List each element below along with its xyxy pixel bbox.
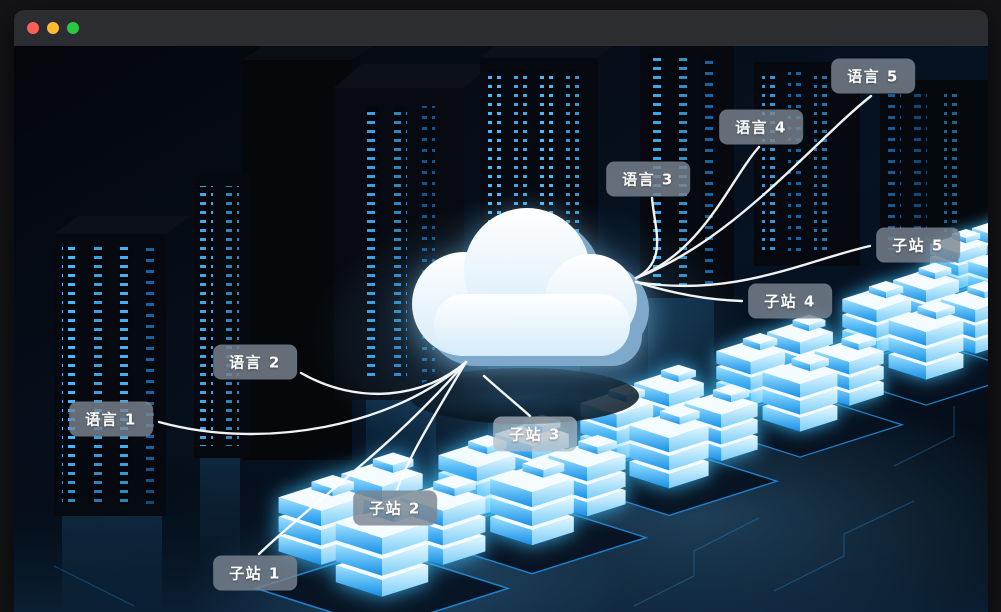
scene-graphic <box>14 46 988 612</box>
label-language-1: 语言 1 <box>69 401 153 437</box>
label-language-4: 语言 4 <box>719 109 803 145</box>
close-button[interactable] <box>27 22 39 34</box>
label-language-2: 语言 2 <box>213 344 297 380</box>
label-language-5: 语言 5 <box>831 58 915 94</box>
window-controls <box>27 22 79 34</box>
label-site-1: 子站 1 <box>213 555 297 591</box>
cloud-icon <box>412 208 649 366</box>
label-language-3: 语言 3 <box>606 161 690 197</box>
scene: 语言 1 语言 2 语言 3 语言 4 语言 5 子站 1 子站 2 子站 3 … <box>14 46 988 612</box>
app-window: 语言 1 语言 2 语言 3 语言 4 语言 5 子站 1 子站 2 子站 3 … <box>14 10 988 612</box>
cloud-reflection-glow <box>404 376 644 420</box>
zoom-button[interactable] <box>67 22 79 34</box>
label-site-5: 子站 5 <box>876 227 960 263</box>
label-site-3: 子站 3 <box>493 416 577 452</box>
window-titlebar <box>14 10 988 46</box>
label-site-2: 子站 2 <box>353 490 437 526</box>
label-site-4: 子站 4 <box>748 283 832 319</box>
minimize-button[interactable] <box>47 22 59 34</box>
connector-lines <box>157 94 873 556</box>
